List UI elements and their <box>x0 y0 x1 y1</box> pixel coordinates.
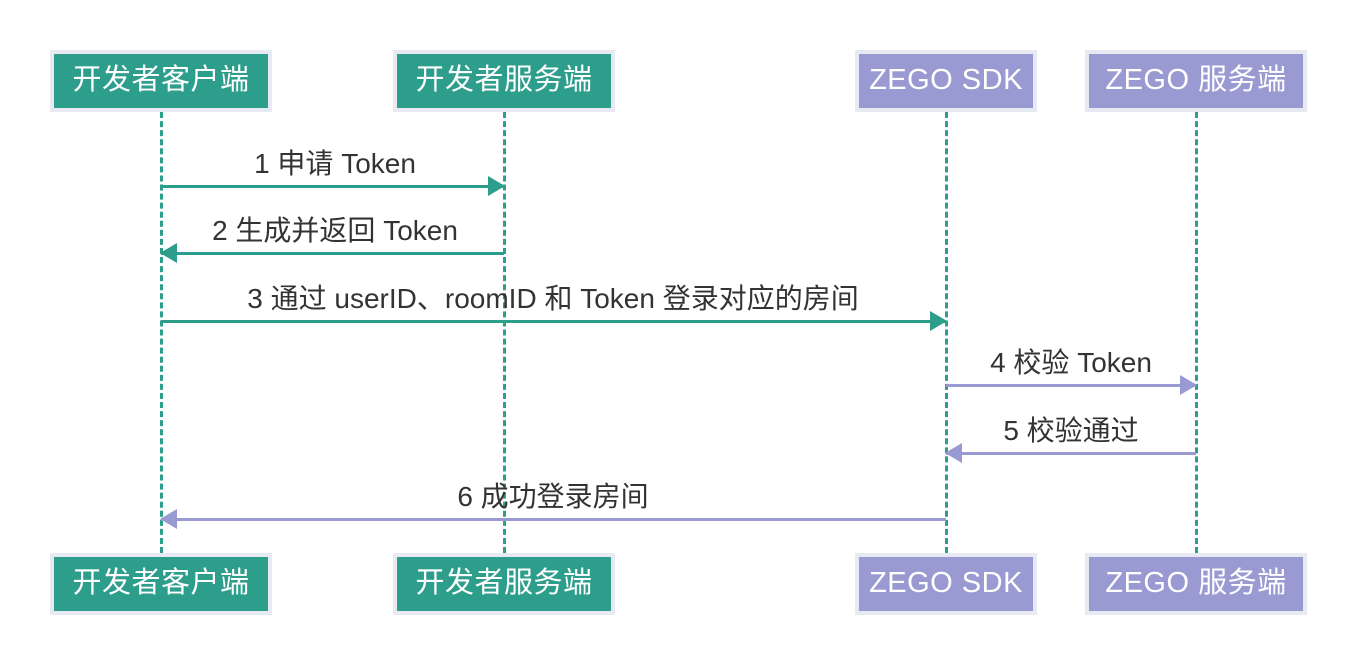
message-line <box>946 384 1196 387</box>
participant-header-zego-sdk[interactable]: ZEGO SDK <box>855 50 1037 112</box>
participant-label: 开发者服务端 <box>415 566 593 599</box>
message-label-1: 1 申请 Token <box>254 148 416 179</box>
message-line <box>946 452 1196 455</box>
participant-label: ZEGO 服务端 <box>1105 566 1287 599</box>
participant-header-dev-server[interactable]: 开发者服务端 <box>393 50 615 112</box>
message-line <box>161 320 946 323</box>
message-label-3: 3 通过 userID、roomID 和 Token 登录对应的房间 <box>247 283 859 314</box>
message-label-4: 4 校验 Token <box>990 347 1152 378</box>
arrow-head-icon <box>160 243 177 263</box>
message-line <box>161 252 504 255</box>
participant-footer-dev-client[interactable]: 开发者客户端 <box>50 553 272 615</box>
participant-label: 开发者客户端 <box>72 566 250 599</box>
participant-footer-zego-server[interactable]: ZEGO 服务端 <box>1085 553 1307 615</box>
arrow-head-icon <box>930 311 947 331</box>
participant-label: ZEGO SDK <box>869 63 1023 96</box>
participant-label: ZEGO SDK <box>869 566 1023 599</box>
participant-footer-dev-server[interactable]: 开发者服务端 <box>393 553 615 615</box>
participant-label: 开发者服务端 <box>415 63 593 96</box>
participant-header-dev-client[interactable]: 开发者客户端 <box>50 50 272 112</box>
arrow-head-icon <box>945 443 962 463</box>
message-label-5: 5 校验通过 <box>1003 415 1139 446</box>
lifeline-zego-server <box>1195 112 1198 553</box>
lifeline-dev-server <box>503 112 506 553</box>
participant-label: ZEGO 服务端 <box>1105 63 1287 96</box>
message-line <box>161 185 504 188</box>
message-label-2: 2 生成并返回 Token <box>212 215 458 246</box>
participant-label: 开发者客户端 <box>72 63 250 96</box>
participant-footer-zego-sdk[interactable]: ZEGO SDK <box>855 553 1037 615</box>
arrow-head-icon <box>1180 375 1197 395</box>
message-label-6: 6 成功登录房间 <box>457 481 649 512</box>
lifeline-zego-sdk <box>945 112 948 553</box>
arrow-head-icon <box>160 509 177 529</box>
lifeline-dev-client <box>160 112 163 553</box>
arrow-head-icon <box>488 176 505 196</box>
message-line <box>161 518 946 521</box>
participant-header-zego-server[interactable]: ZEGO 服务端 <box>1085 50 1307 112</box>
